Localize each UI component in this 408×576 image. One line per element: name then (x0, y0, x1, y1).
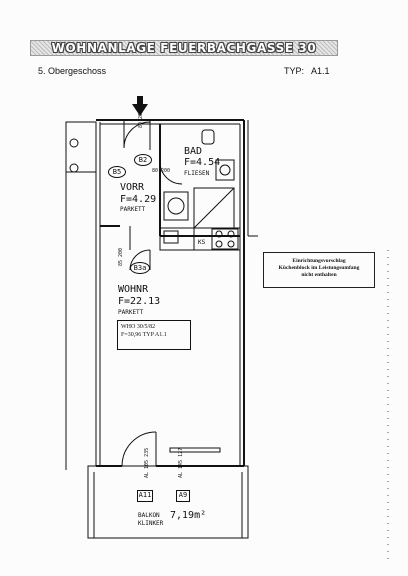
tag-b5: B5 (108, 166, 126, 178)
entry-door-swing (123, 121, 151, 149)
washbasin (215, 159, 235, 181)
room-vorr-floor: PARKETT (120, 206, 146, 213)
room-vorr-area: F=4.29 (120, 194, 157, 205)
washbasin-bowl (219, 164, 231, 176)
room-bad-name: BAD (184, 146, 203, 157)
neighbor-wall (65, 121, 97, 173)
tag-b3a: B3a (130, 262, 150, 274)
furnishing-note-line: Einrichtungsvorschlag (292, 258, 346, 264)
type-value: A1.1 (311, 66, 330, 76)
room-wohnr-floor: PARKETT (118, 309, 144, 316)
room-bad-area: F=4.54 (184, 157, 221, 168)
door-dim-entry: 80 200 (138, 109, 144, 128)
stove-burner (215, 240, 223, 248)
balcony-door-swing (121, 431, 157, 467)
tag-a9: A9 (176, 490, 190, 502)
room-balkon-area: 7,19m² (170, 510, 207, 521)
room-balkon-name: BALKON (138, 512, 160, 519)
toilet (201, 129, 215, 145)
room-bad-floor: FLIESEN (184, 170, 210, 177)
neighbor-fixture (69, 163, 79, 173)
entry-arrow-icon (137, 96, 143, 105)
apartment-info-area: F=30,96 TYP A1.1 (121, 332, 167, 338)
fridge-label: KS (198, 239, 206, 246)
furnishing-note-line: nicht enthalten (301, 272, 337, 278)
room-vorr-name: VORR (120, 182, 145, 193)
washing-machine-drum (167, 197, 185, 215)
door-dim-bath: 80 200 (152, 168, 171, 174)
door-dim-balcony: AL 105 235 (144, 447, 150, 478)
room-balkon-floor: KLINKER (138, 520, 164, 527)
furnishing-note-line: Küchenblock im Leistungsumfang (278, 265, 360, 271)
balcony-window (169, 447, 221, 453)
shower-diagonal (193, 187, 235, 229)
stove (211, 228, 239, 250)
bath-door-swing (159, 161, 183, 185)
neighbor-fixture (69, 138, 79, 148)
balcony-outline (87, 465, 249, 539)
title-banner: WOHNANLAGE FEUERBACHGASSE 30 (30, 40, 338, 56)
room-wohnr-name: WOHNR (118, 284, 149, 295)
kitchen-sink (163, 230, 179, 244)
room-wohnr-area: F=22.13 (118, 296, 161, 307)
kitchen-block (159, 227, 241, 251)
document-title: WOHNANLAGE FEUERBACHGASSE 30 (51, 41, 317, 55)
door-dim-living: 85 200 (118, 247, 124, 266)
type-label: TYP: (284, 66, 305, 76)
apartment-info-box: WHO 30/5/82 F=30,96 TYP A1.1 (117, 320, 191, 350)
tag-a11: A11 (137, 490, 153, 502)
stove-burner (215, 230, 223, 238)
furnishing-note: Einrichtungsvorschlag Küchenblock im Lei… (263, 252, 375, 288)
entry-arrow-icon (132, 104, 148, 116)
window-dim-balcony: AL 145 127 (178, 447, 184, 478)
apartment-info-id: WHO 30/5/82 (121, 324, 156, 330)
stove-burner (227, 230, 235, 238)
tag-b2: B2 (134, 154, 152, 166)
stove-burner (227, 240, 235, 248)
floor-label: 5. Obergeschoss (38, 66, 107, 76)
washing-machine (163, 191, 189, 221)
